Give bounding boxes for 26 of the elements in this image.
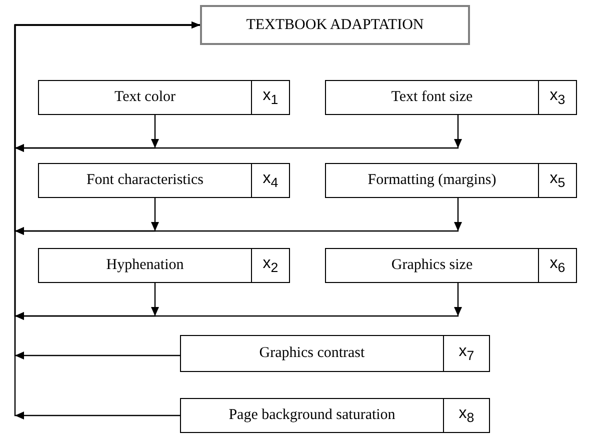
- variable-label: x$_{1}$: [262, 87, 278, 108]
- factor-label: Formatting (margins): [368, 172, 496, 189]
- factor-box: [38, 80, 290, 115]
- factor-box: [180, 398, 490, 433]
- factor-box: [325, 80, 577, 115]
- factor-box: [38, 248, 290, 283]
- process-box: [200, 5, 470, 45]
- factor-box: [325, 248, 577, 283]
- factor-label: TEXTBOOK ADAPTATION: [246, 16, 424, 34]
- variable-label: x$_{3}$: [550, 87, 566, 108]
- factor-box: [325, 163, 577, 198]
- variable-label: x$_{7}$: [458, 343, 474, 364]
- factor-label: Text color: [114, 89, 176, 106]
- factor-label: Graphics contrast: [259, 345, 365, 362]
- factor-label: Page background saturation: [228, 407, 396, 424]
- variable-label: x$_{4}$: [262, 170, 278, 191]
- variable-label: x$_{5}$: [550, 170, 566, 191]
- factor-label: Graphics size: [391, 257, 473, 274]
- factor-label: Font characteristics: [86, 172, 204, 189]
- factor-box: [38, 163, 290, 198]
- factor-box: [180, 335, 490, 372]
- factor-label: Hyphenation: [106, 257, 184, 274]
- factor-label: Text font size: [391, 89, 473, 106]
- variable-label: x$_{8}$: [458, 405, 474, 426]
- variable-label: x$_{6}$: [550, 255, 566, 276]
- variable-label: x$_{2}$: [262, 255, 278, 276]
